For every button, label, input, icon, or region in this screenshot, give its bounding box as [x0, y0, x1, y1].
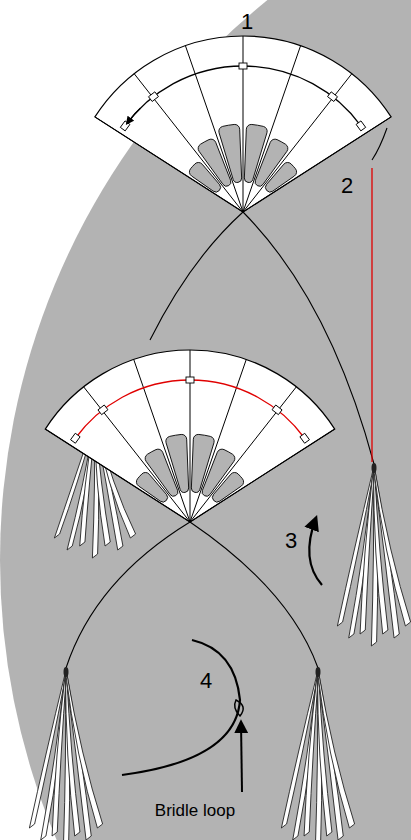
fan-rib [84, 387, 190, 522]
tail-knot [64, 667, 69, 677]
fan-rib [243, 36, 244, 212]
kite-fan [95, 36, 391, 212]
tail-ribbon [41, 672, 67, 840]
callout-number: 4 [200, 670, 212, 692]
step-arrow [309, 518, 322, 585]
fan-rib [190, 359, 246, 522]
fan-rib [134, 74, 243, 212]
fan-sail [45, 350, 334, 522]
bridle-cord [122, 640, 240, 775]
spar-tab [148, 92, 158, 102]
spar [75, 380, 304, 438]
bridle-line [150, 212, 243, 340]
spar-tab [186, 377, 194, 383]
tail-ribbon [293, 672, 319, 840]
part-label: Bridle loop [155, 802, 235, 819]
callout-number: 3 [285, 530, 297, 552]
fan-rib [95, 117, 243, 212]
spar-tab [300, 433, 310, 443]
fan-rib [134, 359, 190, 522]
spar-tab [71, 433, 81, 443]
spar-guide [371, 168, 372, 462]
fan-rib [45, 429, 190, 522]
fan-rib [243, 74, 352, 212]
insert-arrow [127, 108, 140, 123]
spar-tab [356, 121, 366, 131]
bridle-line [66, 522, 190, 668]
tail-ribbon [318, 672, 355, 828]
pointer-arrow [241, 722, 242, 792]
kite-fan [45, 350, 334, 522]
spar-end [372, 128, 387, 160]
tail-knot [372, 463, 377, 473]
spar-tab [328, 92, 338, 102]
callout-number: 1 [241, 11, 253, 33]
fan-rib [243, 117, 391, 212]
kite-tail [281, 667, 354, 840]
tail-ribbon [349, 468, 375, 638]
spar [125, 66, 361, 126]
kite-tail [29, 667, 102, 840]
fan-rib [190, 350, 191, 522]
kite-tail [337, 463, 410, 646]
callout-number: 2 [341, 175, 353, 197]
spar-tab [272, 405, 282, 415]
fan-rib [185, 46, 243, 212]
fan-rib [243, 46, 301, 212]
tail-ribbon [66, 672, 103, 828]
bridle-loop [235, 700, 244, 716]
tail-ribbon [374, 468, 411, 626]
fan-sail [95, 36, 391, 212]
spar-tab [239, 63, 247, 69]
tail-knot [316, 667, 321, 677]
spar-tab [98, 405, 108, 415]
fan-rib [190, 429, 335, 522]
fan-rib [190, 387, 296, 522]
